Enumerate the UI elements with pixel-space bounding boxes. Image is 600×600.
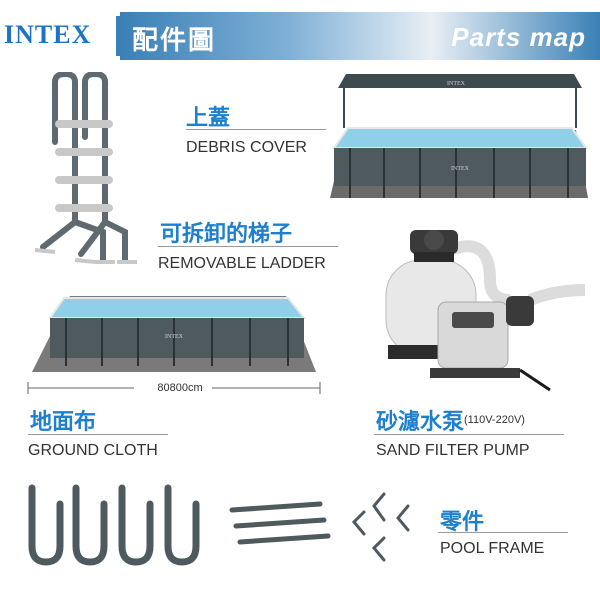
cover-label-en: DEBRIS COVER: [186, 139, 307, 156]
ladder-label-zh: 可拆卸的梯子: [160, 222, 293, 247]
cloth-label-en: GROUND CLOTH: [28, 442, 158, 459]
cloth-rule: [28, 434, 168, 435]
pump-label-zh: 砂濾水泵: [376, 410, 465, 435]
cover-label-zh: 上蓋: [186, 106, 231, 131]
cover-rule: [186, 129, 326, 130]
frame-rule: [438, 532, 568, 533]
pool-with-cover-illustration: INTEX INTEX: [330, 74, 588, 198]
page-title: 配件圖: [132, 25, 217, 55]
sand-filter-pump-illustration: [385, 230, 585, 392]
brand-box: INTEX: [0, 12, 116, 60]
ladder-rule: [158, 246, 338, 247]
frame-label-en: POOL FRAME: [440, 540, 545, 557]
pump-rule: [374, 434, 564, 435]
cloth-label-zh: 地面布: [30, 410, 97, 435]
frame-label-zh: 零件: [440, 510, 485, 535]
pump-label-en: SAND FILTER PUMP: [376, 442, 530, 459]
cloth-pool-brand-mark: INTEX: [165, 334, 184, 340]
cloth-dimension: 80800cm: [157, 382, 203, 394]
ladder-illustration: [34, 72, 137, 264]
ground-cloth-pool-illustration: INTEX: [27, 296, 321, 394]
header-banner: INTEX 配件圖 Parts map: [0, 12, 600, 60]
header-divider: [116, 16, 120, 56]
pump-voltage: (110V-220V): [464, 414, 525, 426]
cover-brand-mark: INTEX: [447, 81, 466, 87]
pool-frame-parts-illustration: [28, 484, 410, 566]
page-subtitle: Parts map: [451, 22, 586, 52]
pool-brand-mark: INTEX: [451, 166, 470, 172]
header-bar: [120, 12, 600, 60]
ladder-label-en: REMOVABLE LADDER: [158, 255, 326, 272]
brand-logo: INTEX: [4, 20, 92, 49]
